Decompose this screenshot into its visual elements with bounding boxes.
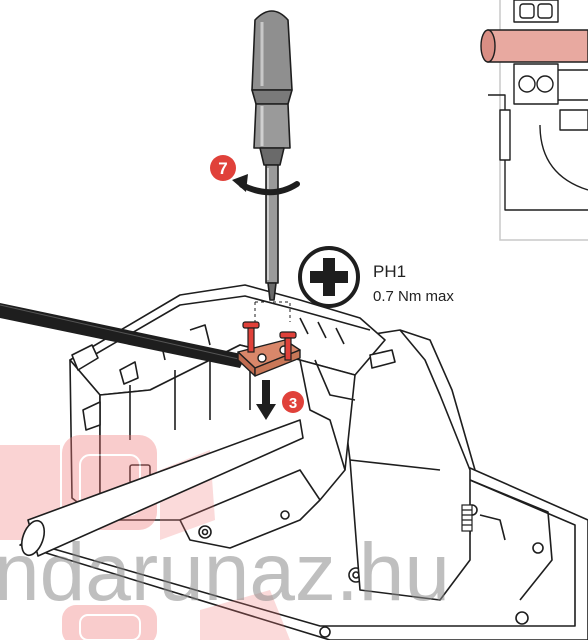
frame-screw [461, 504, 473, 532]
module-cover [334, 329, 476, 601]
step-badge-insert: 3 [282, 391, 304, 413]
step-badge-tighten: 7 [210, 155, 236, 181]
insert-arrow-icon [256, 380, 276, 420]
torque-label: 0.7 Nm max [373, 288, 454, 305]
bit-type-label: PH1 [373, 262, 406, 281]
phillips-cross-icon [298, 246, 360, 308]
watermark-text: ndarunaz.hu [0, 527, 450, 618]
step-number-tighten: 7 [218, 159, 227, 178]
step-number-insert: 3 [289, 395, 297, 412]
screwdriver [251, 10, 293, 301]
thin-wire [0, 303, 246, 368]
rotate-arrow-icon [232, 174, 300, 196]
alignment-guide [254, 301, 291, 322]
main-cable [20, 419, 304, 557]
clamp-screws [242, 321, 297, 361]
inset-detail [480, 0, 588, 241]
